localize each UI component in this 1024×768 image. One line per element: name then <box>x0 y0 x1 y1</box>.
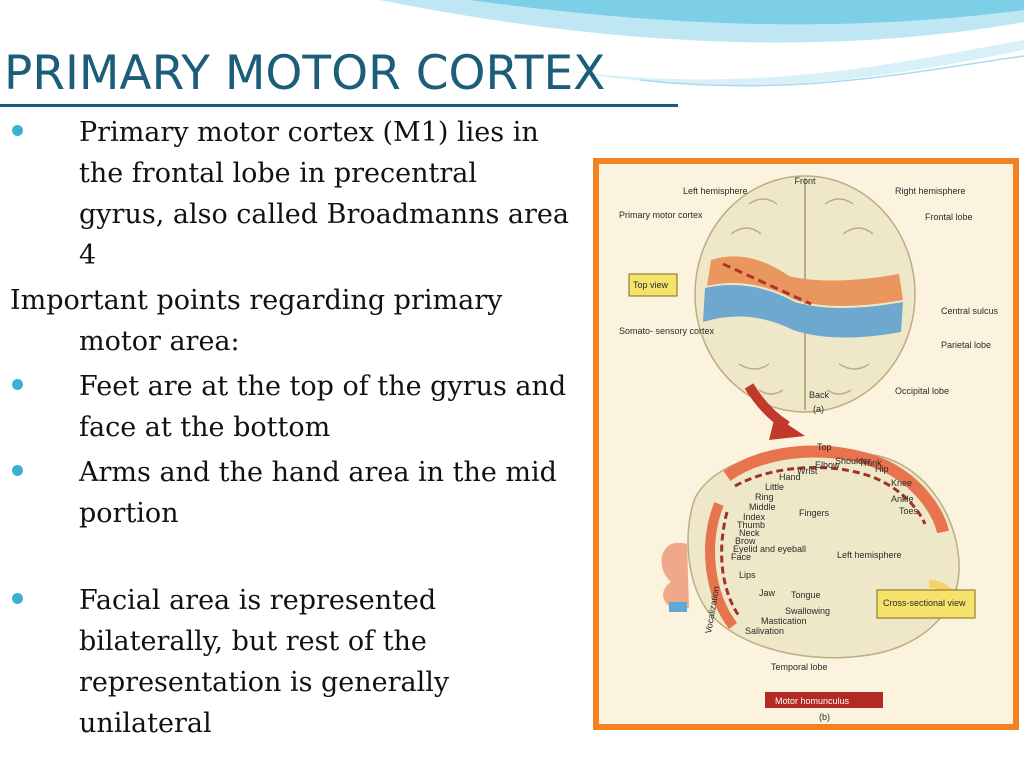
label-tongue: Tongue <box>791 590 821 600</box>
label-hand: Hand <box>779 472 801 482</box>
label-fingers: Fingers <box>799 508 830 518</box>
motor-cortex-strip <box>707 256 903 306</box>
homunculus-body <box>723 445 949 534</box>
label-primary-motor-cortex: Primary motor cortex <box>619 210 703 220</box>
label-top: Top <box>817 442 832 452</box>
caption-a: (a) <box>813 404 824 414</box>
label-toes: Toes <box>899 506 919 516</box>
content-list: Primary motor cortex (M1) lies in the fr… <box>0 112 570 748</box>
bullet-icon <box>12 125 23 136</box>
label-somatosensory-cortex: Somato- sensory cortex <box>619 326 715 336</box>
content-item: Primary motor cortex (M1) lies in the fr… <box>0 112 570 276</box>
label-face: Face <box>731 552 751 562</box>
content-text: Important points regarding primary motor… <box>10 285 503 357</box>
label-motor-homunculus: Motor homunculus <box>775 696 850 706</box>
label-thumb: Thumb <box>737 520 765 530</box>
label-elbow: Elbow <box>815 460 840 470</box>
label-ankle: Ankle <box>891 494 914 504</box>
label-occipital-lobe: Occipital lobe <box>895 386 949 396</box>
label-middle: Middle <box>749 502 776 512</box>
content-item: Feet are at the top of the gyrus and fac… <box>0 366 570 448</box>
label-parietal-lobe: Parietal lobe <box>941 340 991 350</box>
label-back: Back <box>809 390 830 400</box>
somatosensory-strip <box>703 285 903 338</box>
face-icon <box>661 542 689 610</box>
bullet-icon <box>12 465 23 476</box>
label-index: Index <box>743 512 766 522</box>
content-item: Facial area is represented bilaterally, … <box>0 580 570 744</box>
decorative-wave-header <box>380 0 1024 87</box>
label-knee: Knee <box>891 478 912 488</box>
label-wrist: Wrist <box>797 466 818 476</box>
bullet-icon <box>12 593 23 604</box>
label-ring: Ring <box>755 492 774 502</box>
label-swallowing: Swallowing <box>785 606 830 616</box>
content-item: Important points regarding primary motor… <box>0 280 570 362</box>
bullet-icon <box>12 379 23 390</box>
brain-diagram: Front Left hemisphere Right hemisphere P… <box>619 175 999 722</box>
label-jaw: Jaw <box>759 588 776 598</box>
label-left-hemisphere-b: Left hemisphere <box>837 550 902 560</box>
arrow-head-icon <box>769 416 805 440</box>
title-underline <box>0 104 678 107</box>
label-right-hemisphere: Right hemisphere <box>895 186 966 196</box>
content-text: Arms and the hand area in the mid portio… <box>79 457 557 529</box>
caption-b: (b) <box>819 712 830 722</box>
label-trunk: Trunk <box>859 458 882 468</box>
label-lips: Lips <box>739 570 756 580</box>
label-top-view: Top view <box>633 280 669 290</box>
content-text: Facial area is represented bilaterally, … <box>79 585 450 739</box>
label-neck: Neck <box>739 528 760 538</box>
label-mastication: Mastication <box>761 616 807 626</box>
label-brow: Brow <box>735 536 756 546</box>
label-temporal-lobe: Temporal lobe <box>771 662 828 672</box>
content-text: Feet are at the top of the gyrus and fac… <box>79 371 567 443</box>
label-little: Little <box>765 482 784 492</box>
label-front: Front <box>794 176 816 186</box>
label-frontal-lobe: Frontal lobe <box>925 212 973 222</box>
label-cross-sectional-view: Cross-sectional view <box>883 598 966 608</box>
content-item: Arms and the hand area in the mid portio… <box>0 452 570 534</box>
slide-title: PRIMARY MOTOR CORTEX <box>4 46 606 101</box>
content-text: Primary motor cortex (M1) lies in the fr… <box>79 117 569 271</box>
label-shoulder: Shoulder <box>835 456 871 466</box>
label-hip: Hip <box>875 464 889 474</box>
homunculus-cross-section: Top Toes Ankle Knee Hip Trunk Shoulder E… <box>661 442 976 722</box>
brain-top-view: Front Left hemisphere Right hemisphere P… <box>619 175 999 414</box>
label-salivation: Salivation <box>745 626 784 636</box>
label-central-sulcus: Central sulcus <box>941 306 999 316</box>
label-left-hemisphere: Left hemisphere <box>683 186 748 196</box>
label-eyelid-eyeball: Eyelid and eyeball <box>733 544 806 554</box>
brain-figure: Front Left hemisphere Right hemisphere P… <box>593 158 1019 730</box>
